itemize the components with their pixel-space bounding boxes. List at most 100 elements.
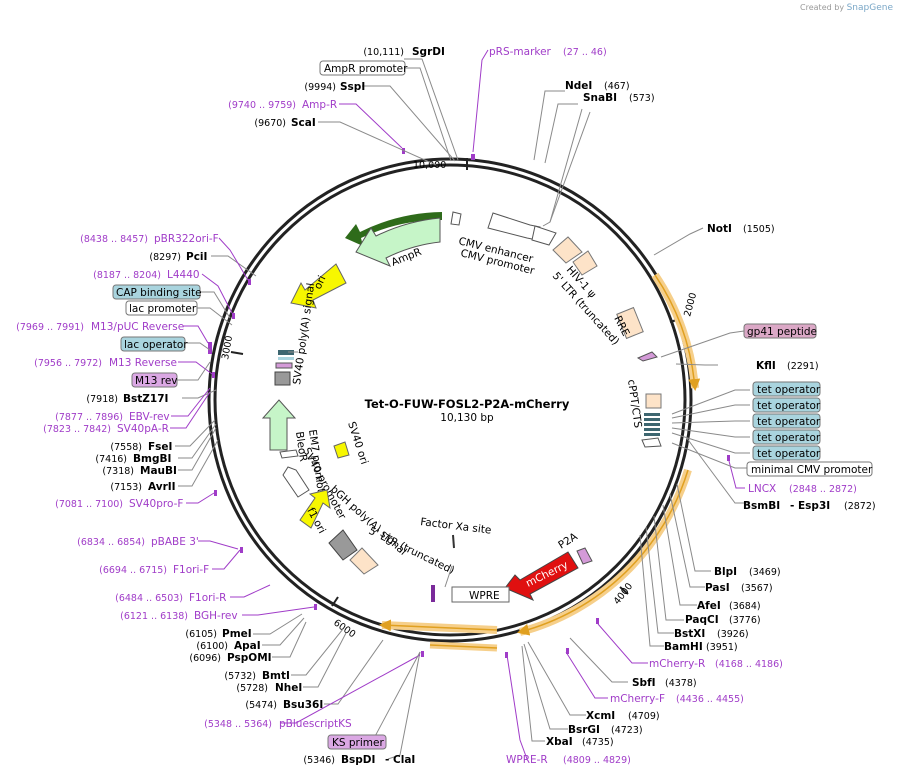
feature-sv40-ori: [333, 441, 350, 459]
primer-name: Amp-R: [302, 99, 337, 111]
feature-tet-operator-stack: [641, 413, 662, 448]
label-p2a: P2A: [556, 530, 580, 551]
feature-em7: [279, 449, 299, 459]
enzyme-name: ApaI: [234, 640, 261, 652]
primer-range: (8438 .. 8457): [80, 234, 148, 245]
label-tet-operator: tet operator: [757, 400, 821, 412]
enzyme-name: SspI: [340, 81, 365, 93]
enzyme-name: BstXI: [674, 628, 705, 640]
primer-name: pRS-marker: [489, 46, 552, 58]
feature-rre: [616, 306, 644, 340]
enzyme-pos: (5728): [236, 683, 268, 694]
enzyme-name: NdeI: [565, 80, 592, 92]
tick-2000: 2000: [682, 292, 699, 318]
enzyme-pos: (6100): [196, 641, 228, 652]
enzyme-name: AfeI: [697, 600, 721, 612]
tick-10000: 10,000: [413, 160, 446, 171]
label-lac-promoter: lac promoter: [129, 303, 197, 315]
enzyme-pos: (467): [604, 81, 630, 92]
primer-range: (7956 .. 7972): [34, 358, 102, 369]
plasmid-name: Tet-O-FUW-FOSL2-P2A-mCherry: [365, 397, 570, 411]
primer-range: (7877 .. 7896): [55, 412, 123, 423]
enzyme-pos: (2872): [844, 501, 876, 512]
primer-name: EBV-rev: [129, 411, 170, 423]
enzyme-name: BspDI: [341, 754, 375, 766]
enzyme-name: PaqCI: [685, 614, 719, 626]
enzyme-pos: (2291): [787, 361, 819, 372]
label-tet-operator: tet operator: [757, 432, 821, 444]
primer-name: SV40pro-F: [129, 498, 183, 510]
enzyme-pos: (3684): [729, 601, 761, 612]
enzyme-name: XcmI: [586, 710, 615, 722]
label-cap-site: CAP binding site: [116, 287, 202, 299]
feature-small-elements: [274, 350, 294, 386]
backbone-inner: [213, 163, 687, 637]
tick-3000: 3000: [220, 335, 235, 361]
label-tet-operator: tet operator: [757, 416, 821, 428]
plasmid-length: 10,130 bp: [440, 412, 494, 424]
enzyme-name: BmtI: [262, 670, 290, 682]
internal-connectors: [288, 351, 453, 588]
primer-range: (4168 .. 4186): [715, 659, 783, 670]
enzyme-name: XbaI: [546, 736, 573, 748]
primer-name: pBluescriptKS: [279, 718, 352, 730]
enzyme-pos: (7558): [110, 442, 142, 453]
primer-range: (2848 .. 2872): [789, 484, 857, 495]
enzyme-pos: (5346): [303, 755, 335, 766]
label-tet-operator: tet operator: [757, 384, 821, 396]
credit-prefix: Created by: [800, 3, 845, 12]
enzyme-name: ScaI: [291, 117, 316, 129]
label-ltr5b: 5' LTR (truncated): [367, 525, 457, 577]
enzyme-pos: (9670): [254, 118, 286, 129]
primer-name: F1ori-R: [189, 592, 226, 604]
enzyme-name: SbfI: [632, 677, 656, 689]
enzyme-pos: (5732): [224, 671, 256, 682]
label-wpre: WPRE: [469, 590, 500, 602]
primer-range: (7081 .. 7100): [55, 499, 123, 510]
primer-name: mCherry-R: [649, 658, 705, 670]
primer-name: mCherry-F: [610, 693, 665, 705]
enzyme-name: BstZ17I: [123, 393, 168, 405]
label-cppt: cPPT/CTS: [625, 379, 644, 429]
label-gp41: gp41 peptide: [747, 326, 817, 338]
label-lac-operator: lac operator: [124, 339, 188, 351]
primer-range: (4436 .. 4455): [676, 694, 744, 705]
enzyme-pos: (4723): [611, 725, 643, 736]
enzyme-name: PasI: [705, 582, 730, 594]
enzyme-pos: (10,111): [363, 47, 404, 58]
feature-wpre: [451, 586, 510, 603]
feature-ori: [290, 263, 347, 309]
primer-name: L4440: [167, 269, 200, 281]
enzyme-name: SgrDI: [412, 46, 445, 58]
feature-ampr-outline: [345, 212, 442, 246]
feature-hiv-ltr: [552, 236, 598, 276]
enzyme-pos: (6105): [185, 629, 217, 640]
primer-leaders: [170, 49, 745, 760]
feature-ltr5b: [349, 547, 379, 575]
boxed-labels: AmpR promoter CAP binding site lac promo…: [112, 60, 873, 750]
snapgene-logo: SnapGene: [846, 3, 893, 13]
primer-labels: pRS-marker (27 .. 46) (9740 .. 9759) Amp…: [16, 46, 857, 766]
primer-name: SV40pA-R: [117, 423, 169, 435]
enzyme-pos: (8297): [149, 252, 181, 263]
primer-name: pBABE 3': [151, 536, 199, 548]
enzyme-name: NheI: [275, 682, 302, 694]
feature-wpre-marker: [431, 585, 435, 602]
primer-name: LNCX: [748, 483, 776, 495]
enzyme-pos: (3469): [749, 567, 781, 578]
enzyme-pos: (7153): [110, 482, 142, 493]
enzyme-name: MauBI: [140, 465, 177, 477]
primer-range: (27 .. 46): [563, 47, 607, 58]
orf-highlight-arcs: [379, 272, 701, 652]
feature-ampr: [355, 217, 441, 267]
enzyme-name: KflI: [756, 360, 776, 372]
enzyme-name: BmgBI: [133, 453, 171, 465]
label-sv40-ori: SV40 ori: [345, 420, 370, 466]
primer-name: F1ori-F: [173, 564, 209, 576]
primer-range: (6694 .. 6715): [99, 565, 167, 576]
feature-gp41: [636, 351, 658, 362]
primer-range: (6834 .. 6854): [77, 537, 145, 548]
enzyme-name: BsmBI: [743, 500, 780, 512]
primer-name: M13/pUC Reverse: [91, 321, 184, 333]
